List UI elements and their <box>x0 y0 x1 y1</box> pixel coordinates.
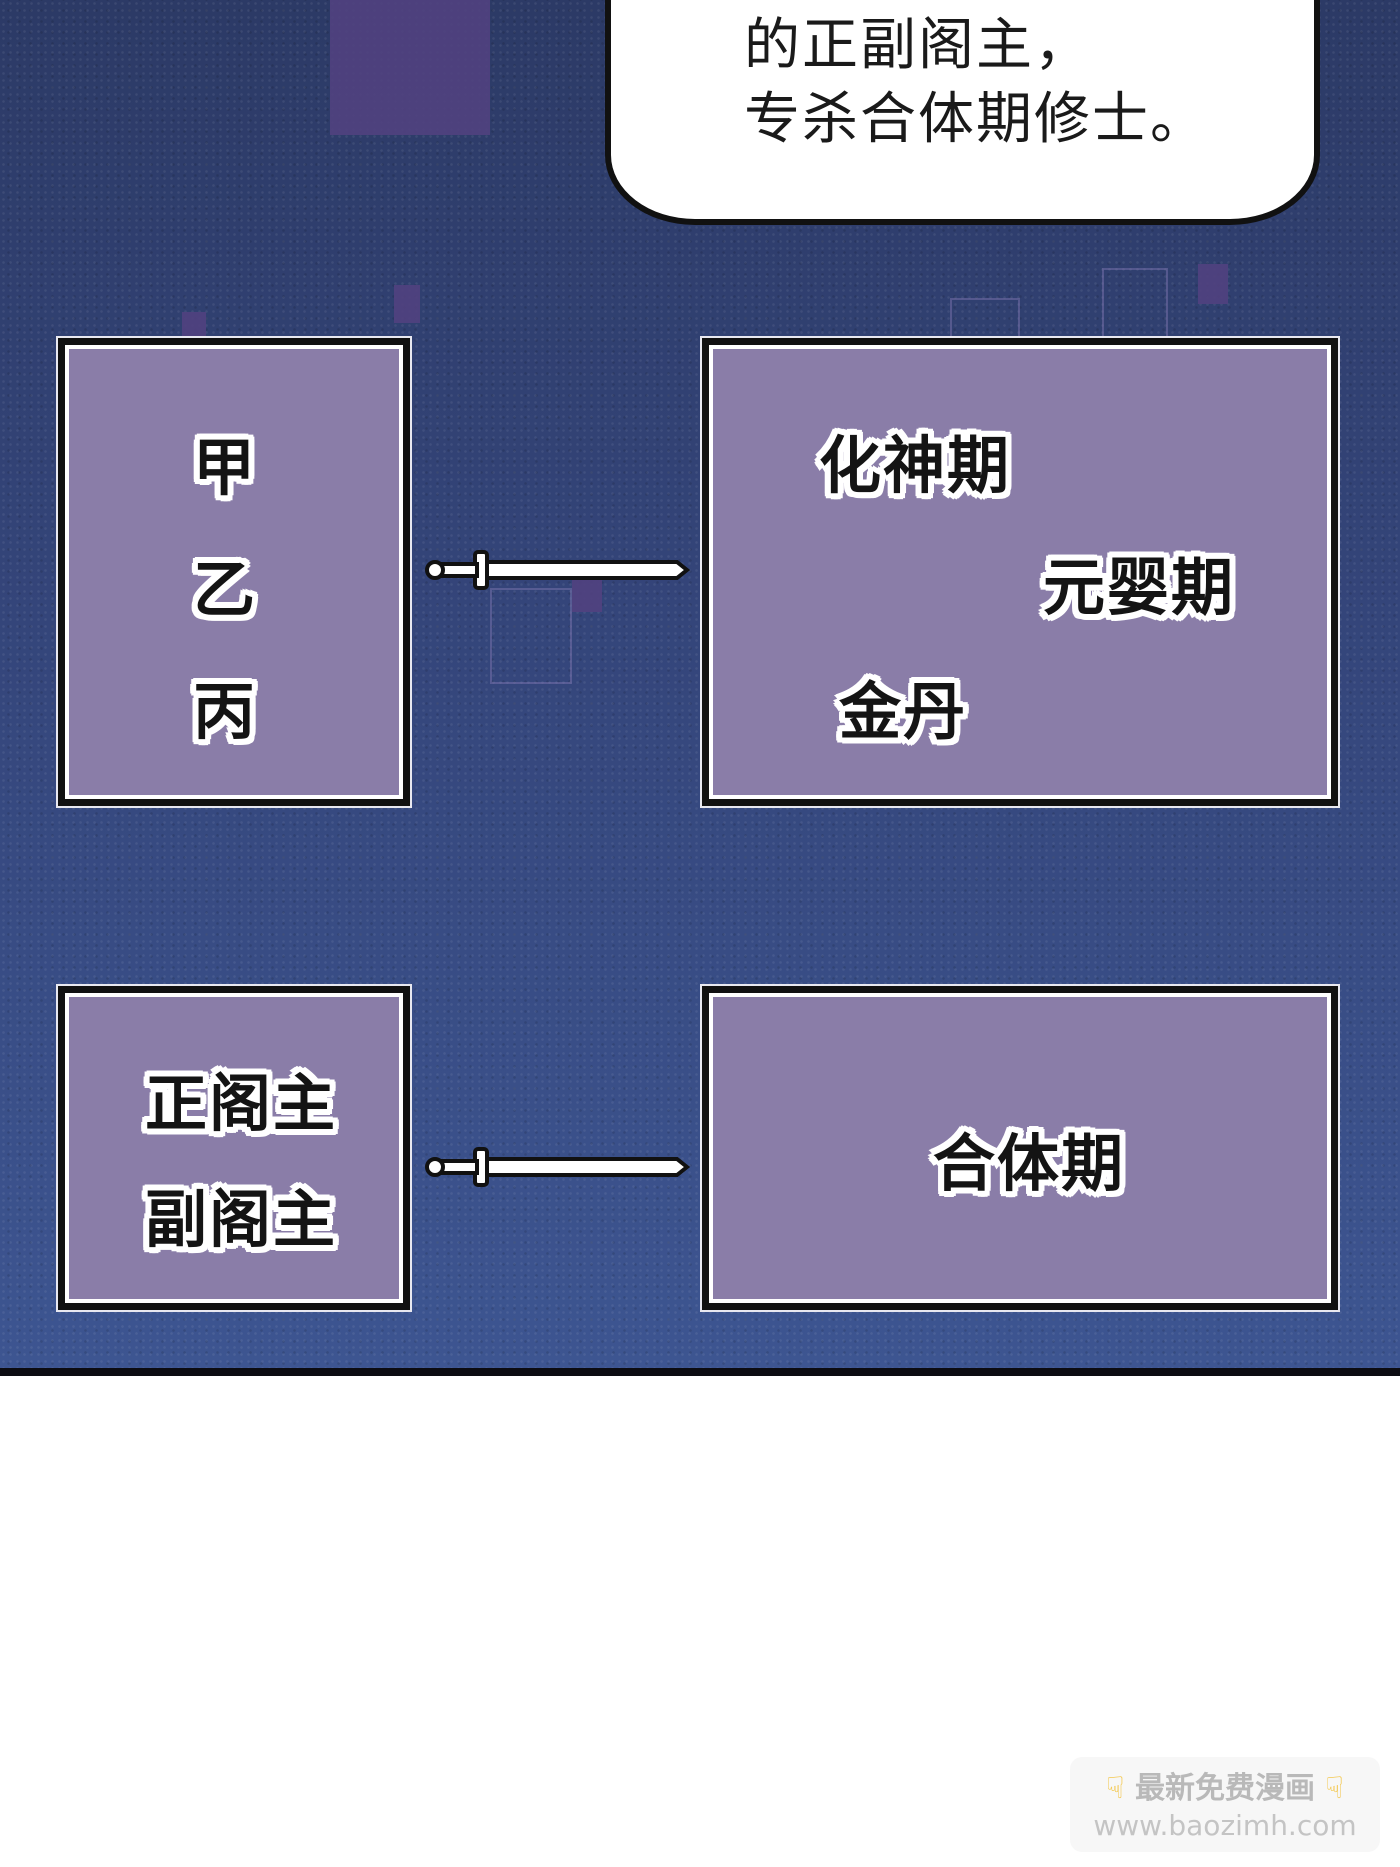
bottom-left-item-2: 副阁主 <box>145 1183 338 1256</box>
watermark-url[interactable]: www.baozimh.com <box>1093 1809 1357 1842</box>
top-left-item-2: 乙 <box>193 553 258 626</box>
pointing-down-hand-icon: ☟ <box>1106 1771 1125 1806</box>
deco-outline-rect <box>490 588 572 684</box>
speech-bubble: 的正副阁主， 专杀合体期修士。 <box>605 0 1320 225</box>
top-left-box: 甲 乙 丙 <box>56 336 412 808</box>
speech-line-2: 专杀合体期修士。 <box>744 87 1208 152</box>
bottom-left-box: 正阁主 副阁主 <box>56 984 412 1312</box>
speech-line-1: 的正副阁主， <box>744 13 1092 78</box>
top-right-item-3: 金丹 <box>839 675 968 748</box>
top-right-item-1: 化神期 <box>819 429 1012 502</box>
watermark-line-1: ☟ 最新免费漫画 ☟ <box>1070 1763 1380 1807</box>
top-right-box: 化神期 元婴期 金丹 <box>700 336 1340 808</box>
sword-blade <box>483 560 690 580</box>
deco-rect <box>330 0 490 135</box>
bottom-right-item-1: 合体期 <box>933 1127 1126 1200</box>
comic-panel: 的正副阁主， 专杀合体期修士。 甲 乙 丙 化神期 元婴期 金丹 正阁主 副阁主… <box>0 0 1400 1376</box>
watermark[interactable]: ☟ 最新免费漫画 ☟ www.baozimh.com <box>1070 1757 1380 1852</box>
sword-arrow-bottom <box>425 1147 690 1187</box>
bottom-left-item-1: 正阁主 <box>145 1067 338 1140</box>
top-left-item-1: 甲 <box>193 431 258 504</box>
top-right-item-2: 元婴期 <box>1043 551 1236 624</box>
watermark-text-1: 最新免费漫画 <box>1135 1771 1315 1806</box>
deco-rect <box>1198 264 1228 304</box>
sword-pommel <box>425 1157 445 1177</box>
sword-arrow-top <box>425 550 690 590</box>
top-left-item-3: 丙 <box>193 675 258 748</box>
deco-rect <box>182 312 206 342</box>
deco-outline-rect <box>1102 268 1168 344</box>
deco-rect <box>394 285 420 323</box>
bottom-right-box: 合体期 <box>700 984 1340 1312</box>
deco-rect <box>572 580 602 612</box>
sword-blade <box>483 1157 690 1177</box>
pointing-down-hand-icon: ☟ <box>1325 1771 1344 1806</box>
sword-pommel <box>425 560 445 580</box>
